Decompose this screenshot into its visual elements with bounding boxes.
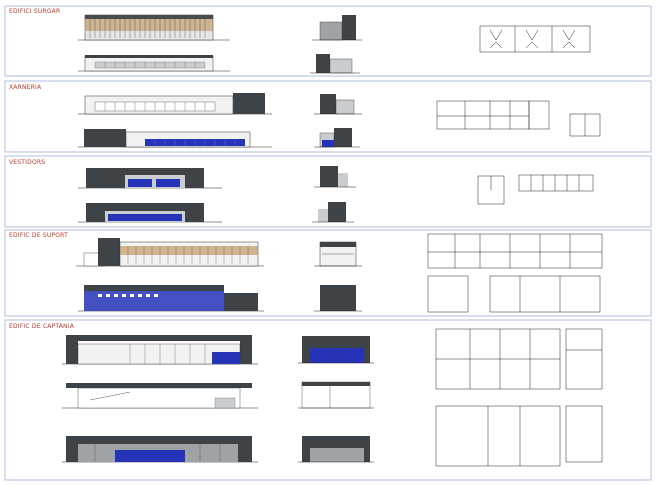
elevation-drawing bbox=[78, 129, 272, 148]
side-elevation bbox=[314, 241, 362, 267]
floor-plan bbox=[477, 174, 594, 205]
side-elevation bbox=[314, 166, 356, 188]
section-title: XARNERIA bbox=[9, 84, 42, 91]
section-title: VESTIDORS bbox=[9, 159, 45, 166]
side-elevation bbox=[298, 336, 374, 364]
side-elevation bbox=[298, 436, 374, 463]
elevation-drawing bbox=[62, 436, 258, 463]
section-xarneria: XARNERIA bbox=[4, 80, 652, 153]
elevation-drawing bbox=[78, 14, 230, 41]
floor-plan bbox=[435, 328, 603, 467]
elevation-drawing bbox=[78, 55, 230, 72]
section-edific-de-suport: EDIFIC DE SUPORT bbox=[4, 229, 652, 317]
section-edific-de-captania: EDIFIC DE CAPTANIA bbox=[4, 319, 652, 481]
section-title: EDIFIC DE SUPORT bbox=[9, 232, 68, 239]
elevation-drawing bbox=[78, 93, 272, 115]
elevation-drawing bbox=[78, 285, 264, 312]
side-elevation bbox=[310, 54, 360, 74]
floor-plan bbox=[479, 25, 591, 53]
side-elevation bbox=[312, 15, 362, 41]
section-vestidors: VESTIDORS bbox=[4, 155, 652, 228]
side-elevation bbox=[312, 202, 354, 223]
side-elevation bbox=[314, 128, 360, 148]
floor-plan bbox=[427, 233, 603, 313]
elevation-drawing bbox=[78, 168, 222, 189]
section-title: EDIFICI SURGAR bbox=[9, 8, 60, 15]
elevation-drawing bbox=[76, 238, 264, 267]
elevation-drawing bbox=[78, 203, 222, 223]
section-edifici-surgar: EDIFICI SURGAR bbox=[4, 5, 652, 77]
floor-plan bbox=[436, 100, 601, 137]
side-elevation bbox=[314, 285, 362, 312]
side-elevation bbox=[314, 94, 362, 115]
elevation-drawing bbox=[62, 335, 258, 365]
section-title: EDIFIC DE CAPTANIA bbox=[9, 323, 75, 330]
elevation-drawing bbox=[62, 383, 258, 409]
section-drawing bbox=[298, 381, 374, 409]
